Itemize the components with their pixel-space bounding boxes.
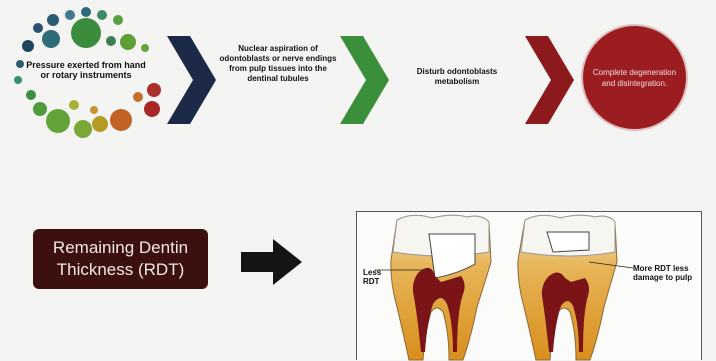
less-rdt-annotation: Less RDT xyxy=(363,268,397,286)
teeth-illustration xyxy=(357,212,703,361)
tooth-less-rdt xyxy=(375,215,491,360)
rdt-label-box: Remaining Dentin Thickness (RDT) xyxy=(33,229,208,289)
step-pressure-text: Pressure exerted from hand or rotary ins… xyxy=(22,60,150,80)
step-metabolism-text: Disturb odontoblasts metabolism xyxy=(396,67,518,87)
step-degeneration-text: Complete degeneration and disintegration… xyxy=(593,67,677,89)
teeth-illustration-panel: Less RDT More RDT less damage to pulp xyxy=(356,211,702,360)
right-arrow-icon xyxy=(241,239,302,285)
chevron-arrow-icon xyxy=(167,36,216,124)
tooth-more-rdt xyxy=(518,215,633,360)
step-aspiration-text: Nuclear aspiration of odontoblasts or ne… xyxy=(219,44,337,84)
more-rdt-annotation: More RDT less damage to pulp xyxy=(633,264,697,282)
chevron-arrow-icon xyxy=(340,36,389,124)
chevron-arrow-icon xyxy=(525,36,574,124)
degeneration-circle: Complete degeneration and disintegration… xyxy=(583,26,686,129)
